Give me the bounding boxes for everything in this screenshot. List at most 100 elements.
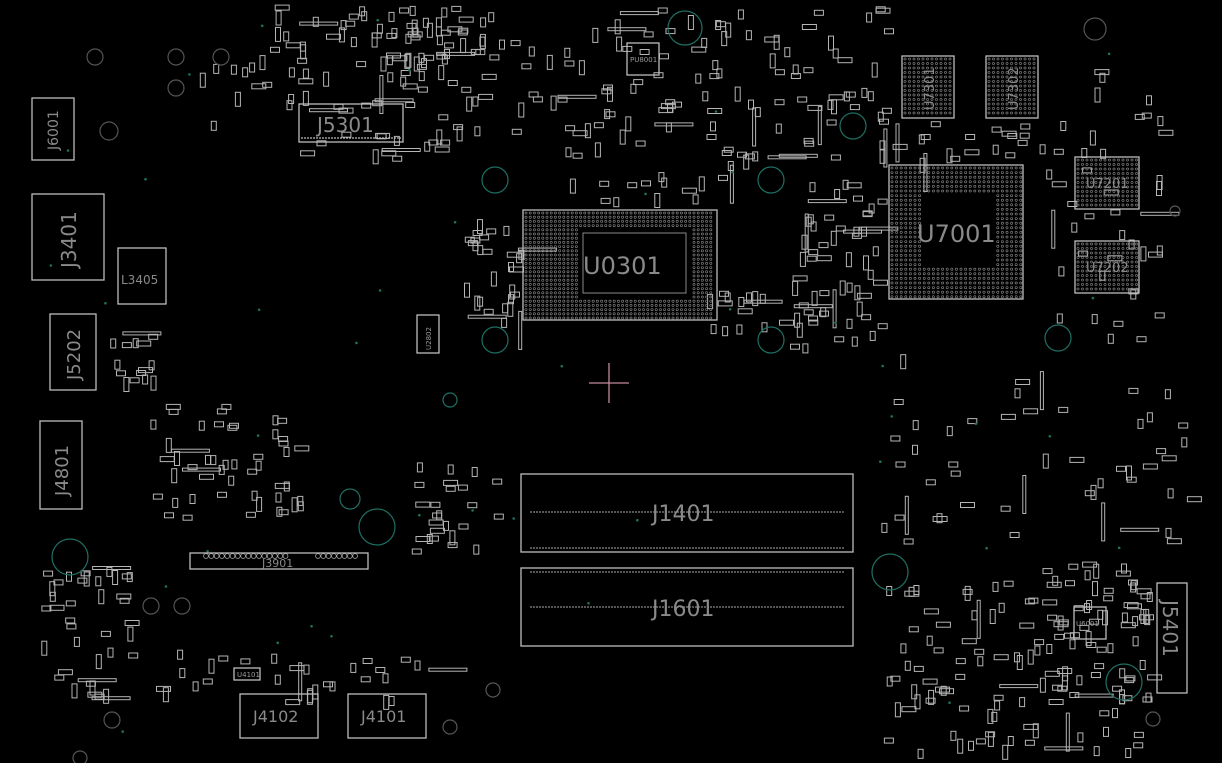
ball-pad [570,245,574,249]
passive-component [214,421,224,428]
ball-pad [1103,181,1107,184]
passive-component [1161,455,1177,462]
chip-u6001[interactable]: U6001 [1073,606,1107,640]
passive-component [472,230,483,236]
passive-component [447,80,458,86]
ball-pad [554,249,557,253]
ball-pad [705,215,709,219]
label-u7202: U7202 [1086,261,1129,276]
passive-component [1112,685,1123,692]
passive-component [164,512,174,519]
passive-component [723,146,734,153]
ball-pad [1121,163,1125,166]
passive-component [1019,622,1035,629]
ball-pad [1135,181,1138,184]
ball-pad [1094,283,1098,286]
passive-component [372,149,379,165]
chip-u4101[interactable]: U4101 [233,667,261,681]
ball-pad [596,312,599,316]
ball-pad [982,166,986,170]
passive-component [550,95,557,111]
passive-component [1024,598,1035,605]
ball-pad [987,295,991,299]
ball-pad [1005,253,1009,257]
connector-j5401[interactable]: J5401 [1156,582,1188,694]
connector-j5301[interactable]: J5301 [298,103,404,143]
connector-j3901[interactable]: J3901 [189,552,369,570]
connector-j4101[interactable]: J4101 [347,693,427,739]
ball-pad [558,299,562,303]
ball-pad [671,219,675,223]
connector-j6001[interactable]: J6001 [31,97,75,161]
passive-component [614,19,621,35]
ball-pad [1121,278,1125,282]
dimm-slot-j1601[interactable]: J1601 [520,567,854,647]
passive-component [1165,527,1172,538]
chip-u7202[interactable]: U7202 [1074,240,1140,294]
ball-pad [524,224,528,228]
ball-pad [579,224,583,228]
ball-pad [1014,62,1018,65]
chip-pu8001[interactable]: PU8001 [626,42,660,76]
connector-j4801[interactable]: J4801 [39,420,83,510]
ball-pad [1117,172,1120,175]
passive-component [391,28,398,39]
passive-component [955,673,966,680]
chip-u7302[interactable]: U7302 [985,55,1039,119]
chip-u2802[interactable]: U2802 [416,314,440,354]
ball-pad [932,290,935,294]
ball-pad [1010,235,1014,239]
ball-pad [617,316,620,320]
passive-component [820,307,827,318]
ball-pad [904,175,908,179]
passive-component [759,293,766,304]
ball-pad [696,253,700,257]
ball-pad [545,303,549,307]
chip-u0301[interactable]: U0301 [522,209,718,321]
connector-j5202[interactable]: J5202 [49,313,97,391]
ball-pad [1103,287,1107,291]
dimm-slot-j1401[interactable]: J1401 [520,473,854,553]
ball-pad [537,316,541,320]
chip-u7201[interactable]: U7201 [1074,156,1140,210]
ball-pad [890,194,894,198]
ball-pad [935,57,938,61]
ball-pad [996,207,1000,211]
passive-component [1140,609,1147,624]
inductor-l3405[interactable]: L3405 [117,247,167,305]
ball-pad [1103,256,1107,259]
ball-pad [549,236,553,240]
ball-pad [524,308,528,312]
ball-pad [936,267,940,271]
chip-u7301[interactable]: U7301 [901,55,955,119]
connector-j4102[interactable]: J4102 [239,693,319,739]
ball-pad [1014,107,1018,110]
ball-pad [1028,71,1031,74]
ball-pad [918,175,922,179]
passive-component [698,176,705,192]
connector-j3401[interactable]: J3401 [31,193,105,281]
ball-pad [1121,256,1125,259]
ball-pad [909,230,912,234]
passive-component [159,456,175,463]
ball-pad [659,316,662,320]
passive-component [316,140,327,147]
ball-pad [617,211,620,215]
ball-pad [950,276,954,280]
ball-pad [1014,281,1018,285]
chip-u7001[interactable]: U7001 [888,164,1024,300]
ball-pad [1121,158,1125,162]
passive-component [1157,116,1164,127]
ball-pad [583,224,587,228]
passive-component [436,53,447,60]
passive-component [1166,538,1182,545]
ball-pad [922,286,926,290]
ball-pad [633,299,637,303]
ball-pad [973,267,977,271]
passive-component [1128,387,1139,394]
ball-pad [982,180,986,184]
ball-pad [663,316,667,320]
ball-pad [1023,102,1027,106]
